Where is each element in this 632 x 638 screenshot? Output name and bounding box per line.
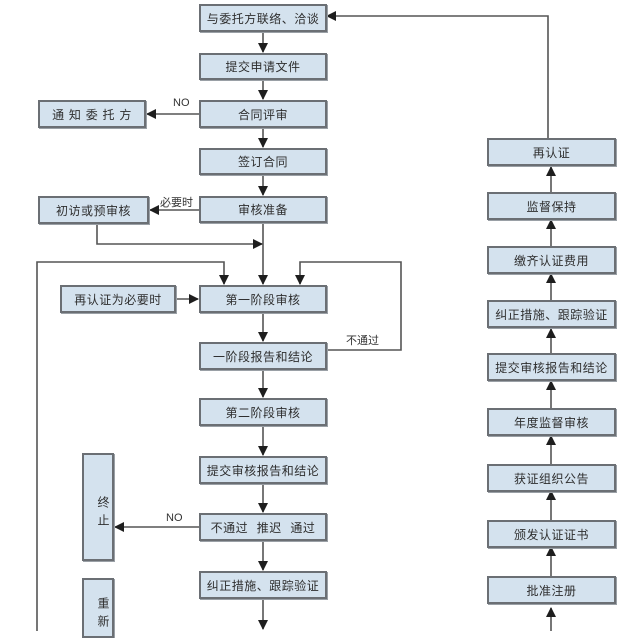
box-stage1-audit: 第一阶段审核: [199, 285, 327, 313]
box-approve-register: 批准注册: [487, 576, 616, 604]
arrow-recert-to-contact: [326, 11, 549, 138]
box-audit-preparation: 审核准备: [199, 196, 327, 223]
box-terminate: 终止: [82, 453, 114, 561]
box-decision: 不通过 推迟 通过: [199, 513, 327, 541]
box-stage2-audit: 第二阶段审核: [199, 398, 327, 426]
box-notify-client: 通 知 委 托 方: [38, 100, 146, 128]
edge-label-decision-no: NO: [166, 512, 183, 524]
edge-label-when-needed: 必要时: [160, 196, 193, 209]
box-pay-fees: 缴齐认证费用: [487, 246, 616, 274]
box-restart: 重新: [82, 578, 114, 638]
box-recert-needed: 再认证为必要时: [60, 285, 176, 313]
box-contact: 与委托方联络、洽谈: [199, 4, 327, 32]
box-pre-visit: 初访或预审核: [38, 196, 149, 224]
box-r-corrective-action: 纠正措施、跟踪验证: [487, 300, 616, 328]
arrow-left-loop: [36, 261, 229, 631]
box-contract-review: 合同评审: [199, 100, 327, 128]
edge-label-not-passed: 不通过: [346, 334, 379, 347]
box-annual-audit: 年度监督审核: [487, 408, 616, 436]
box-issue-certificate: 颁发认证证书: [487, 520, 616, 548]
edge-label-contract-no: NO: [173, 97, 190, 109]
box-submit-application: 提交申请文件: [199, 53, 327, 80]
box-surveillance: 监督保持: [487, 192, 616, 220]
box-corrective-action: 纠正措施、跟踪验证: [199, 571, 327, 599]
box-recertification: 再认证: [487, 138, 616, 166]
box-r-submit-report: 提交审核报告和结论: [487, 353, 616, 381]
box-sign-contract: 签订合同: [199, 148, 327, 175]
box-stage1-report: 一阶段报告和结论: [199, 342, 327, 370]
box-submit-report: 提交审核报告和结论: [199, 456, 327, 484]
arrow-not-passed-loop: [295, 261, 402, 351]
box-announcement: 获证组织公告: [487, 464, 616, 492]
arrow-previsit-return: [96, 223, 263, 249]
